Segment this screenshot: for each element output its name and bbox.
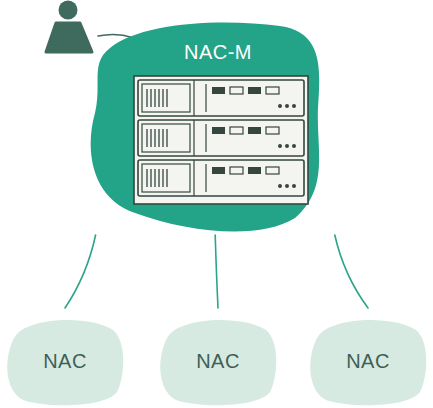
nac-cloud: NAC xyxy=(158,316,278,406)
node-label: NAC xyxy=(196,350,240,373)
connector-line xyxy=(335,235,368,308)
node-label: NAC xyxy=(43,350,87,373)
nac-m-cloud: NAC-M xyxy=(80,18,340,238)
node-label: NAC xyxy=(346,350,390,373)
nac-cloud: NAC xyxy=(5,316,125,406)
node-label: NAC-M xyxy=(184,41,252,64)
nac-cloud: NAC xyxy=(308,316,428,406)
user-head xyxy=(59,1,78,20)
connector-line xyxy=(65,235,96,308)
connector-line xyxy=(215,235,218,308)
user-body xyxy=(46,23,92,52)
